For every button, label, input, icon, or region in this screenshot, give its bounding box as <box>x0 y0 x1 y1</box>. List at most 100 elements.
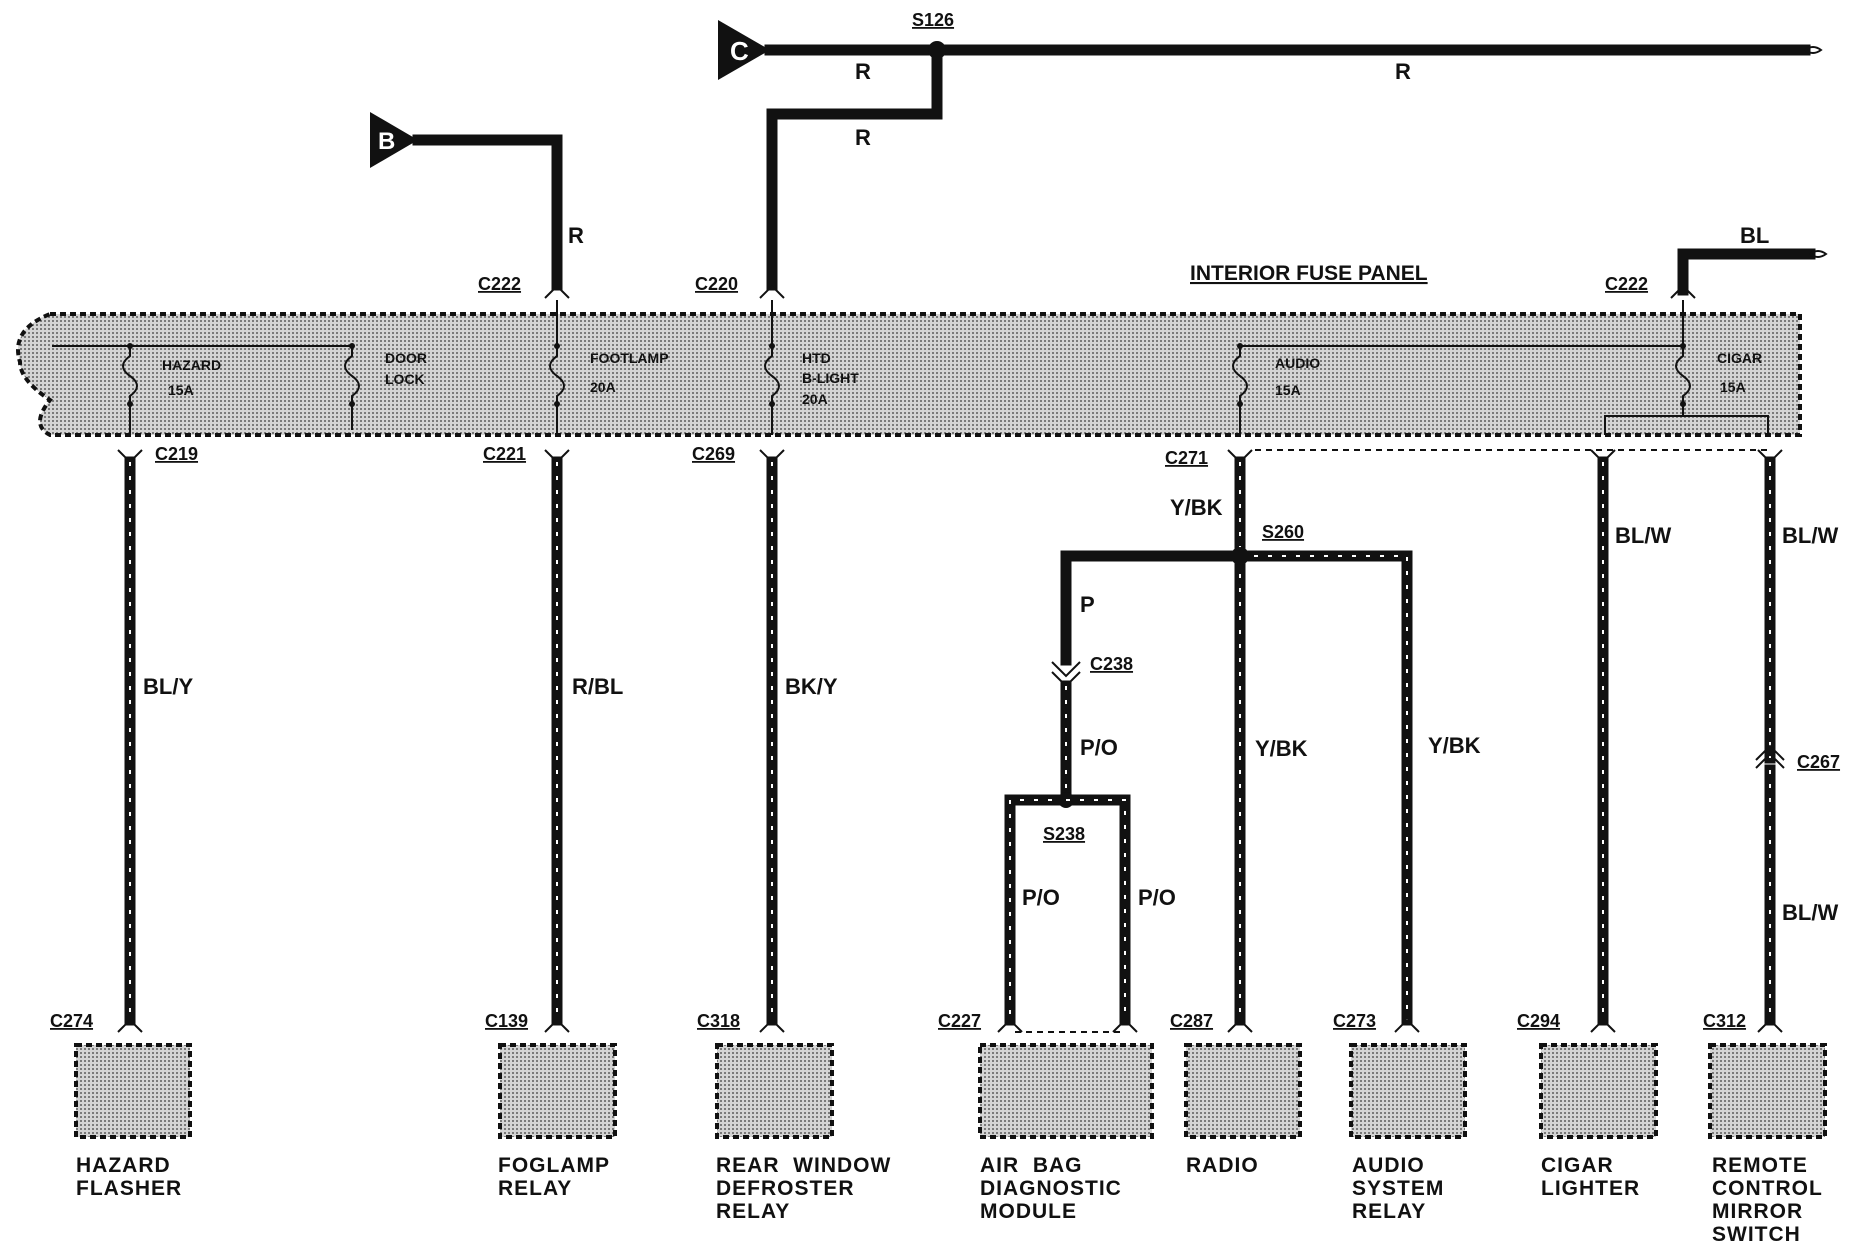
component-connector: C274 <box>50 1011 93 1031</box>
component-name-line: REAR WINDOW <box>716 1154 891 1177</box>
splice-s238-label: S238 <box>1043 824 1085 844</box>
source-b-label: B <box>378 128 395 155</box>
fuse-door-lock-name-2: LOCK <box>385 371 425 387</box>
component-connector: C273 <box>1333 1011 1376 1031</box>
c220-pin <box>759 284 785 299</box>
wire-r-bl <box>544 449 570 1033</box>
component-cigar-lighter: C294 CIGAR LIGHTER <box>1517 1011 1658 1200</box>
component-connector: C139 <box>485 1011 528 1031</box>
wire-bk-y-label: BK/Y <box>785 674 838 699</box>
fuse-hazard: HAZARD 15A <box>122 343 221 435</box>
component-name-line: AIR BAG <box>980 1154 1083 1177</box>
wire-y-bk-audio-relay <box>1234 550 1420 1033</box>
component-name-line: RELAY <box>498 1177 572 1200</box>
fuse-panel-title: INTERIOR FUSE PANEL <box>1190 262 1428 285</box>
wire-end-right-top <box>1804 46 1823 54</box>
fuse-cigar-name: CIGAR <box>1717 350 1762 366</box>
wire-p-o-label: P/O <box>1080 735 1118 760</box>
splice-s260-label: S260 <box>1262 522 1304 542</box>
wire-r-b <box>412 134 563 291</box>
wire-bl-w-cigar <box>1590 449 1616 1033</box>
fuse-panel <box>16 312 1802 437</box>
component-name-line: LIGHTER <box>1541 1177 1640 1200</box>
wire-bk-y <box>759 449 785 1033</box>
component-name-line: DEFROSTER <box>716 1177 855 1200</box>
wire-end-right-bl <box>1809 250 1828 258</box>
wire-p-o-right-label: P/O <box>1138 885 1176 910</box>
component-name-line: FLASHER <box>76 1177 182 1200</box>
component-name-line: RADIO <box>1186 1154 1259 1177</box>
component-name-line: SWITCH <box>1712 1223 1801 1246</box>
component-name-line: RELAY <box>716 1200 790 1223</box>
connector-c219: C219 <box>155 444 198 464</box>
component-name-line: DIAGNOSTIC <box>980 1177 1122 1200</box>
fuse-cigar-rating: 15A <box>1720 379 1746 395</box>
wire-bl-w-label-mirror-1: BL/W <box>1782 523 1838 548</box>
fuse-htd-name: HTD <box>802 350 831 366</box>
wire-r-label-1: R <box>855 59 871 84</box>
connector-c238: C238 <box>1090 654 1133 674</box>
wire-bl <box>1677 248 1816 296</box>
component-radio: C287 RADIO <box>1170 1011 1302 1177</box>
source-b: B <box>370 112 418 168</box>
wire-p-o-right <box>1060 794 1138 1033</box>
panel-cigar-sub <box>1604 415 1769 435</box>
component-connector: C318 <box>697 1011 740 1031</box>
connector-c222-left: C222 <box>478 274 521 294</box>
component-rear-window-defroster-relay: C318 REAR WINDOW DEFROSTER RELAY <box>697 1011 891 1223</box>
wire-p-o-left <box>997 794 1072 1033</box>
wire-bl-label: BL <box>1740 223 1769 248</box>
connector-c267: C267 <box>1797 752 1840 772</box>
component-air-bag-diagnostic-module: C227 AIR BAG DIAGNOSTIC MODULE <box>938 1011 1154 1223</box>
wire-r-label-3: R <box>855 125 871 150</box>
component-connector: C227 <box>938 1011 981 1031</box>
source-c: C <box>718 20 770 80</box>
fuse-hazard-name: HAZARD <box>162 357 221 373</box>
component-name-line: REMOTE <box>1712 1154 1808 1177</box>
component-connector: C312 <box>1703 1011 1746 1031</box>
fuse-door-lock-name: DOOR <box>385 350 427 366</box>
wire-bl-y-label: BL/Y <box>143 674 193 699</box>
fuse-audio-name: AUDIO <box>1275 355 1320 371</box>
component-name-line: CONTROL <box>1712 1177 1823 1200</box>
component-name-line: RELAY <box>1352 1200 1426 1223</box>
component-connector: C287 <box>1170 1011 1213 1031</box>
fuse-audio-rating: 15A <box>1275 382 1301 398</box>
fuse-footlamp-name: FOOTLAMP <box>590 350 669 366</box>
component-name-line: SYSTEM <box>1352 1177 1444 1200</box>
fuse-htd-name-2: B-LIGHT <box>802 370 859 386</box>
component-audio-system-relay: C273 AUDIO SYSTEM RELAY <box>1333 1011 1467 1223</box>
wire-y-bk-label-top: Y/BK <box>1170 495 1223 520</box>
fuse-footlamp-rating: 20A <box>590 379 616 395</box>
fuse-htd-b-light: HTD B-LIGHT 20A <box>764 300 859 435</box>
wire-r-label-2: R <box>1395 59 1411 84</box>
component-name-line: FOGLAMP <box>498 1154 610 1177</box>
c222-right-pin <box>1670 284 1696 299</box>
component-remote-control-mirror-switch: C312 REMOTE CONTROL MIRROR SWITCH <box>1703 1011 1827 1246</box>
c222-left-pin <box>544 284 570 299</box>
wire-bl-w-label-cigar: BL/W <box>1615 523 1671 548</box>
wire-bl-w-label-mirror-2: BL/W <box>1782 900 1838 925</box>
fuse-footlamp: FOOTLAMP 20A <box>549 300 669 435</box>
wire-y-bk-label-radio: Y/BK <box>1255 736 1308 761</box>
component-hazard-flasher: C274 HAZARD FLASHER <box>50 1011 192 1200</box>
component-name-line: MIRROR <box>1712 1200 1803 1223</box>
component-name-line: CIGAR <box>1541 1154 1614 1177</box>
connector-c269: C269 <box>692 444 735 464</box>
component-name-line: AUDIO <box>1352 1154 1425 1177</box>
fuse-audio: AUDIO 15A <box>1232 343 1320 435</box>
component-connector: C294 <box>1517 1011 1560 1031</box>
wire-p <box>1060 550 1246 666</box>
wire-y-bk-radio <box>1227 449 1253 1033</box>
wire-p-o-left-label: P/O <box>1022 885 1060 910</box>
component-foglamp-relay: C139 FOGLAMP RELAY <box>485 1011 617 1200</box>
component-name-line: MODULE <box>980 1200 1077 1223</box>
wire-r-s126-down <box>766 44 943 291</box>
wire-p-label: P <box>1080 592 1095 617</box>
wire-r-label-4: R <box>568 223 584 248</box>
component-name-line: HAZARD <box>76 1154 171 1177</box>
wire-y-bk-label-audio: Y/BK <box>1428 733 1481 758</box>
wire-bl-w-mirror <box>1755 449 1785 1033</box>
wire-bl-y <box>117 449 143 1033</box>
